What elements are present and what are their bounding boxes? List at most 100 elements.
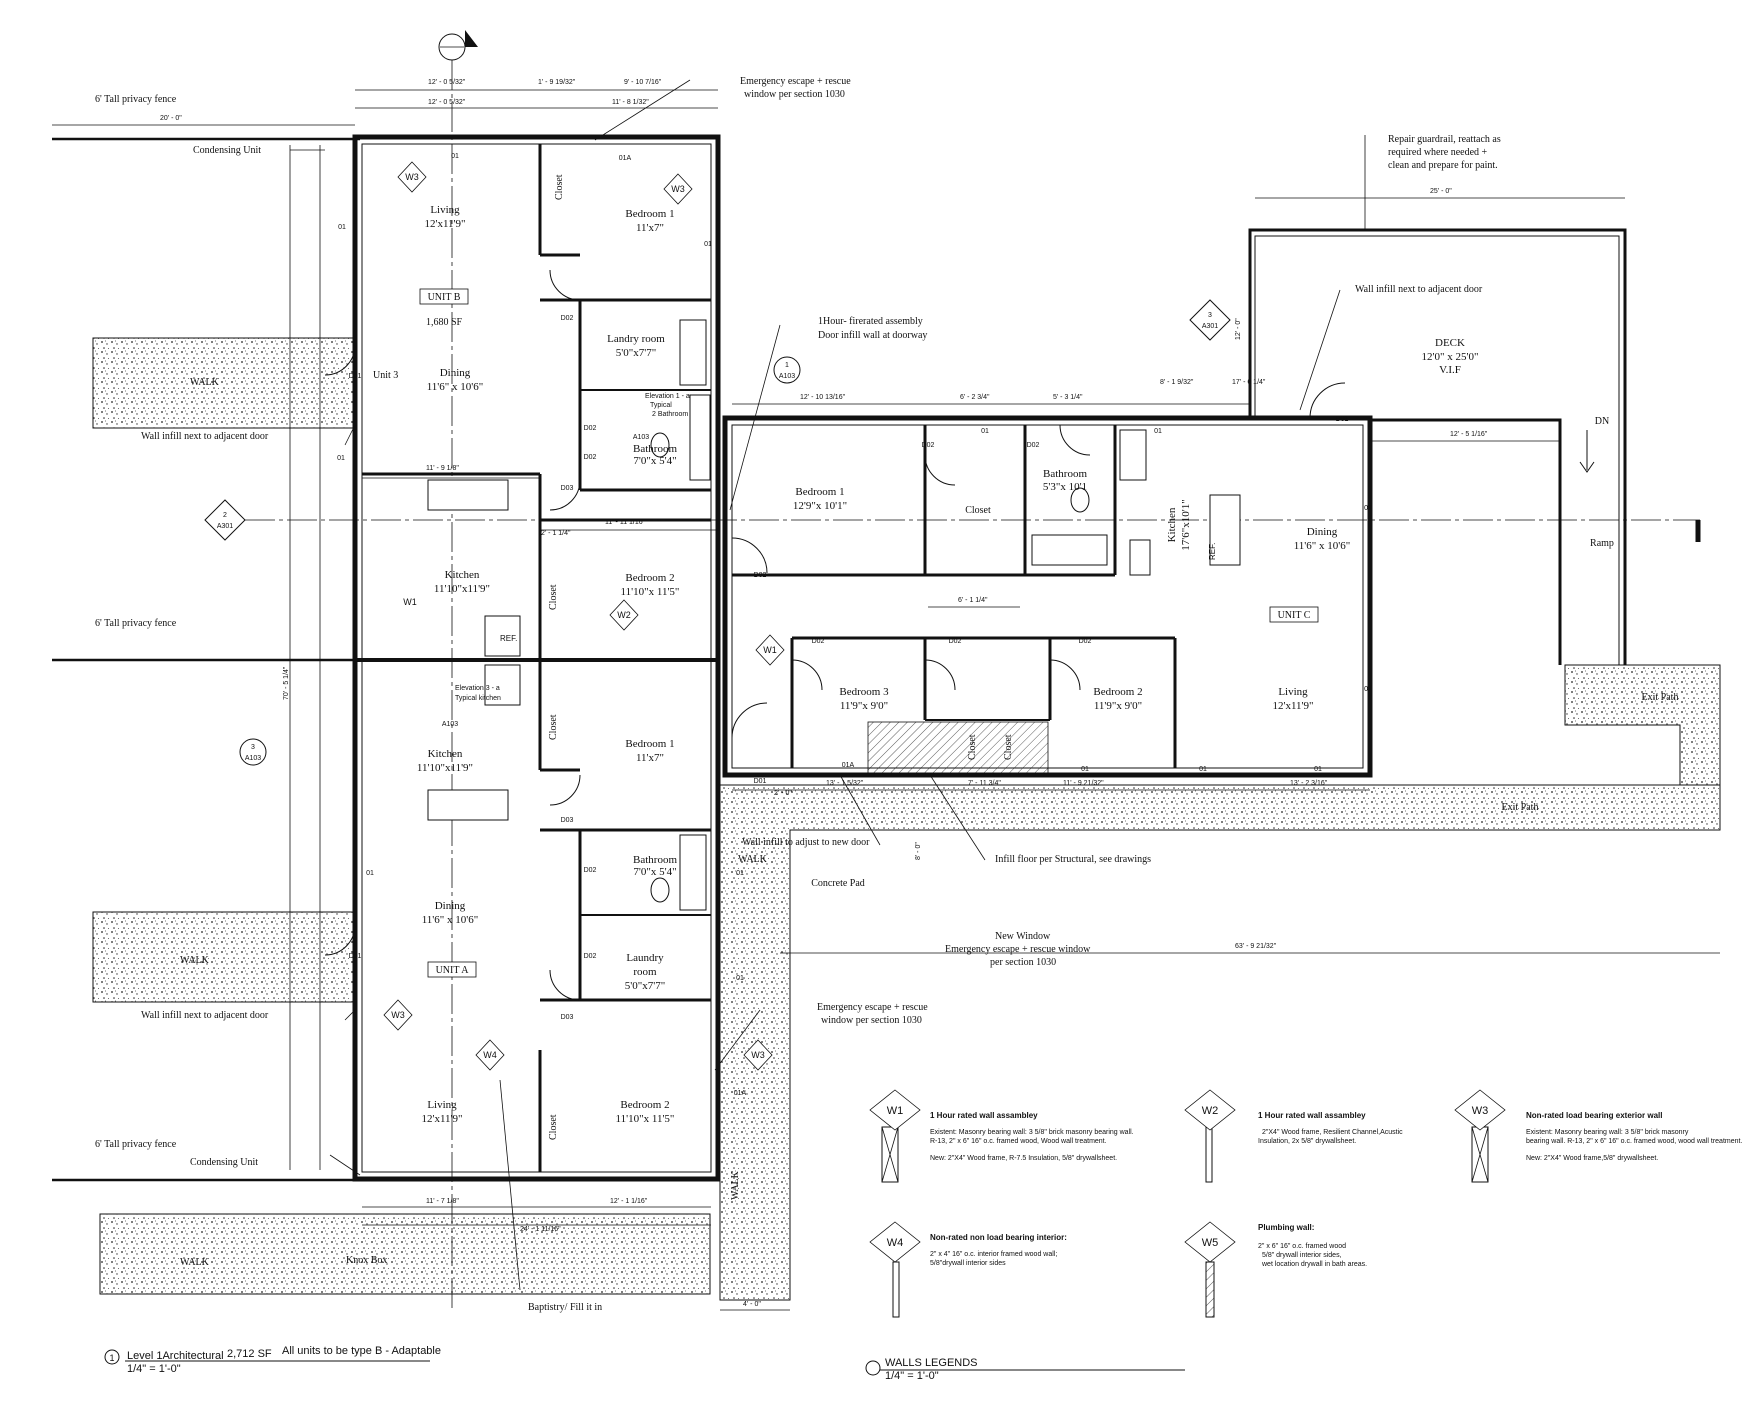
note-guardrail-2: required where needed + xyxy=(1388,147,1488,158)
note-new-window: New Window xyxy=(995,931,1051,942)
unit-a-label: UNIT A xyxy=(436,965,470,976)
tag-d03-3: D03 xyxy=(561,1014,574,1021)
unit-b-living-size: 12'x11'9" xyxy=(424,218,465,230)
note-emergency-window: Emergency escape + rescue window xyxy=(945,944,1091,955)
legend-w1-heading: 1 Hour rated wall assambley xyxy=(930,1111,1038,1120)
walk-label-mid: WALK xyxy=(180,955,210,966)
drawing-scale: 1/4" = 1'-0" xyxy=(127,1363,181,1375)
unit-c-bedroom2-name: Bedroom 2 xyxy=(1093,686,1142,698)
dim-d1: 12' - 0 5/32" xyxy=(428,79,466,86)
deck-size: 12'0" x 25'0" xyxy=(1422,351,1479,363)
closet-c1: Closet xyxy=(965,505,991,516)
unit-b-bedroom2-name: Bedroom 2 xyxy=(625,572,674,584)
deck-name: DECK xyxy=(1435,337,1465,349)
tag-d02-2: D02 xyxy=(584,425,597,432)
bubble-3-num: 3 xyxy=(251,744,255,751)
note-guardrail-3: clean and prepare for paint. xyxy=(1388,160,1498,171)
unit-b-laundry-size: 5'0"x7'7" xyxy=(616,347,656,359)
unit-b-dining-size: 11'6" x 10'6" xyxy=(427,381,484,393)
unit-ab-walls xyxy=(352,134,721,1182)
walk-slab-right xyxy=(719,784,1721,1301)
unit-a-laundry-room: room xyxy=(633,966,657,978)
tag-a103-bath: A103 xyxy=(633,434,649,441)
tag-01-4: 01 xyxy=(337,455,345,462)
tag-d01-a: D01 xyxy=(349,953,362,960)
unit-b-area: 1,680 SF xyxy=(426,317,463,328)
dn-label: DN xyxy=(1595,416,1609,427)
tag-01-11: 01 xyxy=(1364,686,1372,693)
unit-a-dining-name: Dining xyxy=(435,900,466,912)
note-fire-2: Door infill wall at doorway xyxy=(818,330,927,341)
dim-d10: 5' - 3 1/4" xyxy=(1053,394,1083,401)
note-condensing-top: Condensing Unit xyxy=(193,145,261,156)
note-wall-infill-c: Wall infill next to adjacent door xyxy=(1355,284,1483,295)
unit-c-label: UNIT C xyxy=(1278,610,1311,621)
unit-b-bathroom-size: 7'0"x 5'4" xyxy=(633,455,676,467)
dim-d8: 12' - 10 13/16" xyxy=(800,394,846,401)
note-emergency-top-2: window per section 1030 xyxy=(744,89,845,100)
legend-w1-line3: New: 2"X4" Wood frame, R-7.5 Insulation,… xyxy=(930,1155,1117,1162)
tag-01-7: 01 xyxy=(736,975,744,982)
dim-d22: 63' - 9 21/32" xyxy=(1235,943,1277,950)
knox-box-label: Knox Box xyxy=(346,1255,387,1266)
dim-d20: 11' - 9 21/32" xyxy=(1063,780,1104,787)
unit-c-dining-size: 11'6" x 10'6" xyxy=(1294,540,1351,552)
note-wall-adjust: Wall infill to adjust to new door xyxy=(742,837,870,848)
exit-path-slab xyxy=(1564,664,1721,786)
fixtures xyxy=(427,319,1241,911)
unit-b-dining-name: Dining xyxy=(440,367,471,379)
tag-01-10: 01 xyxy=(1364,505,1372,512)
dim-d12: 17' - 6 1/4" xyxy=(1232,379,1266,386)
dim-d23: 11' - 7 1/8" xyxy=(426,1198,459,1205)
legend-w3-line2: bearing wall. R-13, 2" x 6" 16" o.c. fra… xyxy=(1526,1138,1742,1145)
unit-c-bedroom1-name: Bedroom 1 xyxy=(795,486,844,498)
ramp-label: Ramp xyxy=(1590,538,1614,549)
unit-3-label: Unit 3 xyxy=(373,370,398,381)
tag-d02-c3: D02 xyxy=(1027,442,1040,449)
unit-a-bathroom-name: Bathroom xyxy=(633,854,677,866)
closet-a2: Closet xyxy=(548,1114,559,1140)
plan-tag-diamonds xyxy=(383,161,785,1071)
unit-c-living-size: 12'x11'9" xyxy=(1272,700,1313,712)
unit-a-bathroom-size: 7'0"x 5'4" xyxy=(633,866,676,878)
drawing-area: 2,712 SF xyxy=(227,1348,272,1360)
dim-d13: 12' - 5 1/16" xyxy=(1450,431,1488,438)
legend-w3-line1: Existent: Masonry bearing wall: 3 5/8" b… xyxy=(1526,1129,1689,1136)
tag-w1: W1 xyxy=(763,645,777,655)
tag-01-2: 01 xyxy=(338,224,346,231)
tag-w1-kitchen: W1 xyxy=(403,597,417,607)
tag-d02-c5: D02 xyxy=(949,638,962,645)
dim-d17: 6' - 1 1/4" xyxy=(958,597,988,604)
tag-d02-4: D02 xyxy=(584,867,597,874)
legend-tag-w3: W3 xyxy=(1472,1105,1489,1117)
legend-diamonds xyxy=(869,1089,1506,1263)
walk-slab-top xyxy=(92,337,356,429)
tag-01a-2: 01A xyxy=(734,1090,747,1097)
tag-d02-c1: D02 xyxy=(754,572,767,579)
dim-d28: 2' - 0" xyxy=(774,790,792,797)
wall-legend-symbols xyxy=(881,1126,1489,1318)
note-emergency-top-1: Emergency escape + rescue xyxy=(740,76,851,87)
legend-w4-line2: 5/8"drywall interior sides xyxy=(930,1260,1006,1267)
note-fence-bottom: 6' Tall privacy fence xyxy=(95,1139,177,1150)
unit-a-bedroom2-name: Bedroom 2 xyxy=(620,1099,669,1111)
tag-01-6: 01 xyxy=(736,870,744,877)
tag-d01-c1: D01 xyxy=(754,778,767,785)
note-fire-1: 1Hour- firerated assembly xyxy=(818,316,923,327)
exit-path-label-1: Exit Path xyxy=(1642,692,1679,703)
tag-w3-a2: W3 xyxy=(751,1050,765,1060)
dim-d6: 20' - 0" xyxy=(160,115,182,122)
closet-a1: Closet xyxy=(548,714,559,740)
dim-d30: 12' - 0" xyxy=(1235,318,1242,340)
unit-a-living-name: Living xyxy=(427,1099,457,1111)
note-fence-mid: 6' Tall privacy fence xyxy=(95,618,177,629)
view-number: 1 xyxy=(109,1353,114,1363)
walk-label-vertical: WALK xyxy=(730,1170,741,1200)
note-elev1c: 2 Bathroom xyxy=(652,411,688,418)
ref-label-c: REF. xyxy=(1208,543,1217,560)
unit-c-dining-name: Dining xyxy=(1307,526,1338,538)
tag-01-12: 01 xyxy=(1081,766,1089,773)
deck-note: V.I.F xyxy=(1439,364,1461,376)
legend-w1-line2: R-13, 2" x 6" 16" o.c. framed wood, Wood… xyxy=(930,1138,1107,1145)
